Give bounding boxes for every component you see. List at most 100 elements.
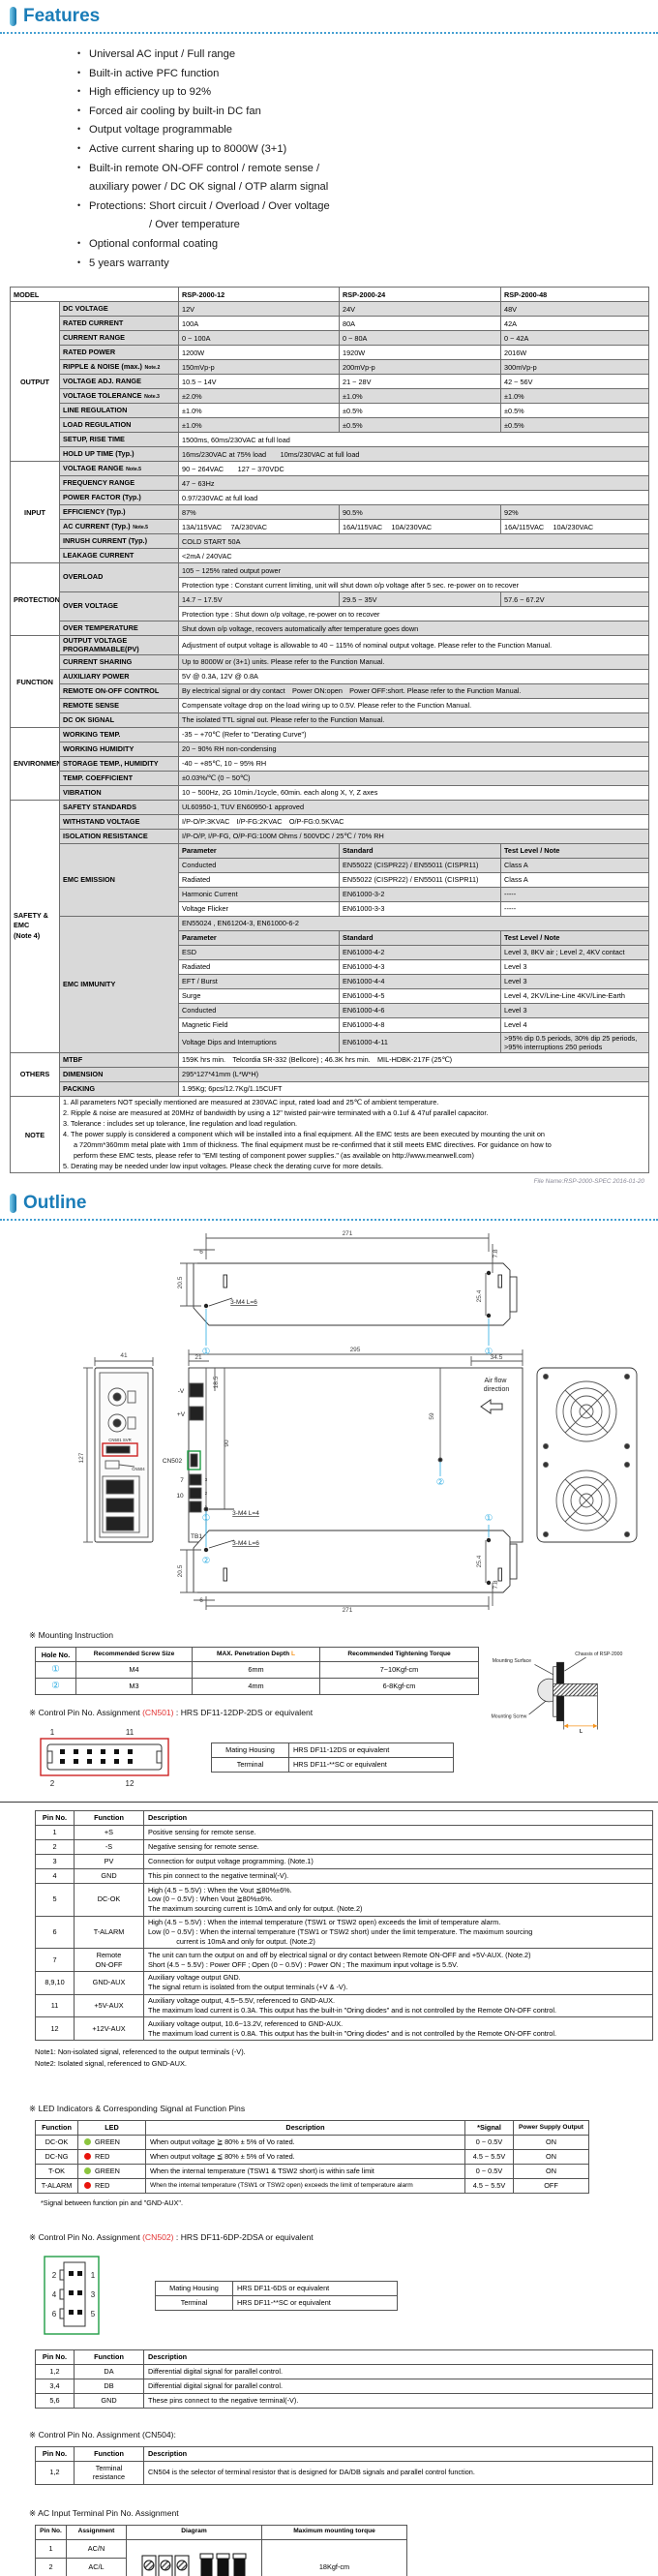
- mounting-cell: MAX. Penetration Depth L: [192, 1647, 320, 1663]
- led-cell: When the internal temperature (TSW1 & TS…: [145, 2164, 465, 2180]
- features-title: Features: [23, 6, 101, 26]
- feature-item: •5 years warranty: [77, 255, 658, 274]
- spec-cell: EN61000-3-3: [339, 900, 502, 917]
- pin-cell: High (4.5 ~ 5.5V) : When the Vout ≦80%±6…: [143, 1883, 653, 1917]
- dimension-label: 6: [199, 1597, 203, 1604]
- spec-cell: RIPPLE & NOISE (max.) Note.2: [58, 359, 180, 376]
- feature-text: 5 years warranty: [89, 257, 169, 269]
- housing-cell: HRS DF11-12DS or equivalent: [288, 1742, 454, 1758]
- spec-cell: -40 ~ +85℃, 10 ~ 95% RH: [178, 755, 650, 772]
- pin-cell: Differential digital signal for parallel…: [143, 2364, 653, 2380]
- hole-marker: ①: [202, 1513, 211, 1524]
- led-footnote: *Signal between function pin and "GND-AU…: [41, 2198, 183, 2208]
- terminal-cell: Pin No.: [35, 2524, 67, 2540]
- spec-cell: MODEL: [9, 287, 180, 303]
- spec-cell: ISOLATION RESISTANCE: [58, 828, 180, 844]
- spec-cell: VOLTAGE RANGE Note.5: [58, 461, 180, 477]
- spec-cell: HOLD UP TIME (Typ.): [58, 446, 180, 463]
- dimension-label: 18.5: [213, 1377, 220, 1389]
- spec-cell: 159K hrs min. Telcordia SR-332 (Bellcore…: [178, 1051, 650, 1068]
- spec-cell: RATED CURRENT: [58, 316, 180, 332]
- pin-cell: Pin No.: [35, 1810, 75, 1827]
- pin-cell: T-ALARM: [74, 1915, 144, 1950]
- terminal-cell: 2: [35, 2557, 67, 2576]
- spec-cell: PROTECTION: [10, 562, 60, 637]
- hole-marker: ①: [485, 1347, 494, 1357]
- spec-cell: 57.6 ~ 67.2V: [500, 591, 650, 608]
- cn501-title: ※ Control Pin No. Assignment (CN501) : H…: [29, 1708, 314, 1718]
- spec-cell: INRUSH CURRENT (Typ.): [58, 533, 180, 550]
- spec-cell: SAFETY STANDARDS: [58, 799, 180, 815]
- pin-cell: Auxiliary voltage output, 10.6~13.2V, re…: [143, 2016, 653, 2041]
- dimension-label: 3-M4 L=4: [232, 1510, 259, 1517]
- spec-cell: Level 3: [500, 973, 650, 989]
- pin-cell: Differential digital signal for parallel…: [143, 2379, 653, 2395]
- pin-cell: 4: [35, 1868, 75, 1885]
- dimension-label: -V: [178, 1388, 185, 1395]
- hole-marker: ①: [202, 1347, 211, 1357]
- spec-cell: INPUT: [10, 461, 60, 564]
- bullet-icon: •: [77, 48, 81, 58]
- pin-cell: Negative sensing for remote sense.: [143, 1839, 653, 1856]
- spec-cell: Level 4, 2KV/Line-Line 4KV/Line-Earth: [500, 987, 650, 1004]
- pin-cell: 1,2: [35, 2364, 75, 2380]
- spec-cell: <2mA / 240VAC: [178, 548, 650, 564]
- led-cell: Function: [35, 2120, 78, 2137]
- spec-cell: UL60950-1, TUV EN60950-1 approved: [178, 799, 650, 815]
- pin-cell: These pins connect to the negative termi…: [143, 2393, 653, 2409]
- hole-marker: ②: [202, 1556, 211, 1566]
- spec-cell: Voltage Dips and Interruptions: [178, 1031, 341, 1053]
- dimension-label: 10: [176, 1493, 184, 1500]
- spec-cell: AUXILIARY POWER: [58, 668, 180, 684]
- mounting-cell: ①: [35, 1661, 76, 1680]
- spec-cell: ±0.03%/℃ (0 ~ 50℃): [178, 770, 650, 786]
- spec-cell: The isolated TTL signal out. Please refe…: [178, 712, 650, 728]
- housing-cell: Terminal: [155, 2294, 233, 2311]
- mounting-cell: Recommended Tightening Torque: [319, 1647, 479, 1663]
- dimension-label: 41: [120, 1352, 128, 1359]
- spec-cell: ±2.0%: [178, 388, 341, 405]
- spec-cell: SAFETY & EMC (Note 4): [10, 799, 60, 1053]
- spec-cell: PACKING: [58, 1080, 180, 1097]
- spec-cell: TEMP. COEFFICIENT: [58, 770, 180, 786]
- spec-cell: 1. All parameters NOT specially mentione…: [58, 1095, 650, 1174]
- dimension-label: 21: [194, 1354, 202, 1361]
- spec-cell: FREQUENCY RANGE: [58, 475, 180, 492]
- spec-cell: EN61000-4-2: [339, 944, 502, 960]
- hole-marker: ②: [436, 1477, 445, 1488]
- spec-cell: OVERLOAD: [58, 562, 180, 593]
- pin-cell: 2: [35, 1839, 75, 1856]
- spec-cell: Level 4: [500, 1016, 650, 1033]
- spec-cell: Class A: [500, 857, 650, 873]
- led-dot-icon: [84, 2182, 91, 2190]
- spec-cell: CURRENT RANGE: [58, 330, 180, 347]
- housing-cell: Mating Housing: [155, 2280, 233, 2296]
- dimension-label: 1: [205, 1504, 208, 1509]
- spec-cell: 21 ~ 28V: [339, 374, 502, 390]
- spec-cell: ESD: [178, 944, 341, 960]
- spec-cell: Magnetic Field: [178, 1016, 341, 1033]
- dimension-label: 7: [180, 1477, 184, 1484]
- pin-cell: DC-OK: [74, 1883, 144, 1917]
- feature-item: •Optional conformal coating: [77, 235, 658, 255]
- spec-cell: 42 ~ 56V: [500, 374, 650, 390]
- pin-cell: CN504 is the selector of terminal resist…: [143, 2461, 653, 2485]
- pin-cell: 3,4: [35, 2379, 75, 2395]
- mounting-diagram: Mounting Surface Chassis of RSP-2000 Mou…: [492, 1652, 623, 1735]
- spec-cell: 5V @ 0.3A, 12V @ 0.8A: [178, 668, 650, 684]
- rear-view: [536, 1368, 638, 1543]
- dimension-label: 34.5: [491, 1354, 503, 1361]
- led-cell: When the internal temperature (TSW1 or T…: [145, 2178, 465, 2195]
- spec-cell: MTBF: [58, 1051, 180, 1068]
- bullet-icon: •: [77, 142, 81, 153]
- pin-number: 12: [126, 1779, 135, 1788]
- spec-cell: EFT / Burst: [178, 973, 341, 989]
- dimension-label: 2: [205, 1491, 208, 1496]
- spec-cell: 12V: [178, 301, 341, 318]
- pin-number: 6: [52, 2310, 57, 2318]
- spec-cell: EN61000-4-11: [339, 1031, 502, 1053]
- pin-cell: +5V-AUX: [74, 1993, 144, 2018]
- pin-number: 5: [91, 2310, 96, 2318]
